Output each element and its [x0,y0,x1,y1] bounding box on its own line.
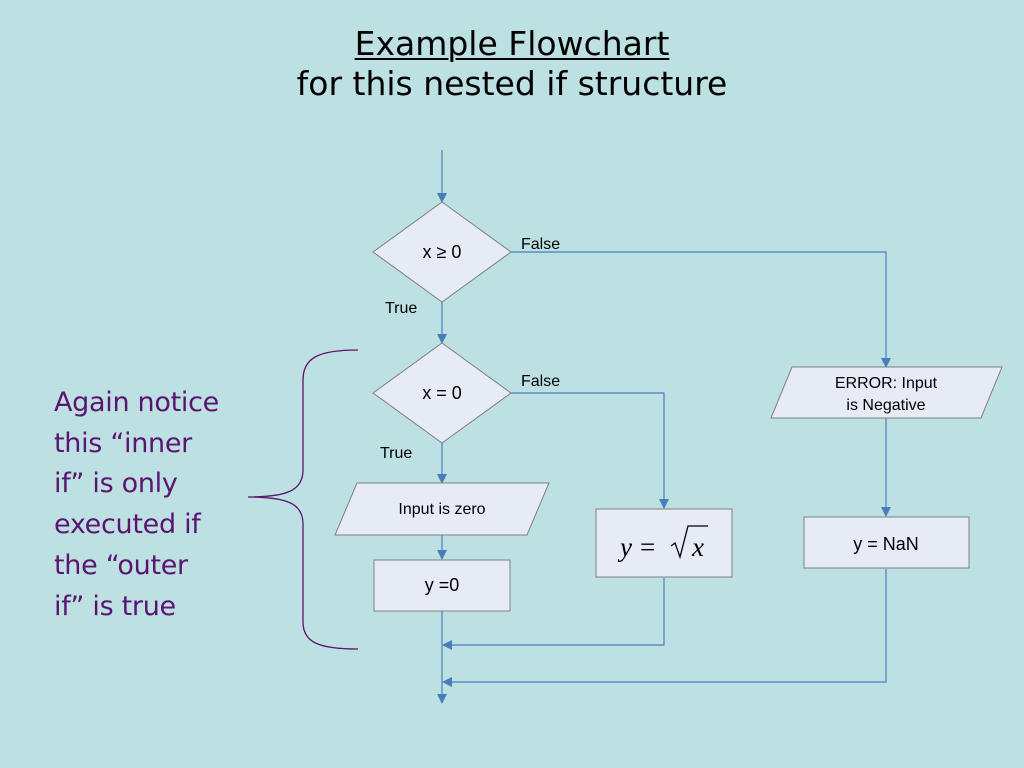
true-outer-label: True [385,300,417,317]
note-line: this “inner [54,427,192,459]
decision-outer-shape [372,201,512,303]
assign-sqrt-box [595,508,733,578]
output-error-shape [770,366,1003,419]
assign-nan-box [803,516,970,569]
false-outer-arrow [511,251,891,368]
nan-merge-arrow [442,569,887,687]
decision-inner-shape [372,342,512,444]
output-error-line-1: ERROR: Input [835,375,938,392]
formula-y: y [617,532,632,562]
sqrt-formula: y = x [617,525,708,562]
connectors [437,150,891,704]
formula-equals: = [640,532,655,562]
formula-x: x [691,532,704,562]
sqrt-merge-arrow [442,578,665,650]
false-inner-label: False [521,373,560,390]
assign-zero-box [373,559,511,612]
assign-nan-text: y = NaN [853,534,919,554]
false-inner-arrow [511,392,669,509]
slide-title: Example Flowchart for this nested if str… [0,24,1024,105]
sqrt-radical-icon [670,525,708,560]
output-zero-shape [334,482,550,536]
note-line: executed if [54,509,201,541]
note-line: Again notice [54,387,219,418]
assign-zero-text: y =0 [425,575,460,595]
curly-brace [247,349,359,650]
shape-texts: x ≥ 0 x = 0 Input is zero ERROR: Input i… [398,242,937,595]
note-line: if” is only [54,468,178,500]
note-line: the “outer [54,549,188,581]
output-error-line-2: is Negative [846,397,925,414]
false-outer-label: False [521,236,560,253]
output-zero-text: Input is zero [398,501,485,518]
decision-inner-text: x = 0 [422,383,462,403]
shapes [334,201,1003,612]
true-inner-label: True [380,445,412,462]
title-text: Example Flowchart [354,24,670,63]
branch-labels: False True False True [380,236,560,462]
subtitle-text: for this nested if structure [296,64,728,104]
annotation-note: Again notice this “inner if” is only execut… [54,383,264,627]
decision-outer-text: x ≥ 0 [423,242,462,262]
note-line: if” is true [54,590,176,622]
